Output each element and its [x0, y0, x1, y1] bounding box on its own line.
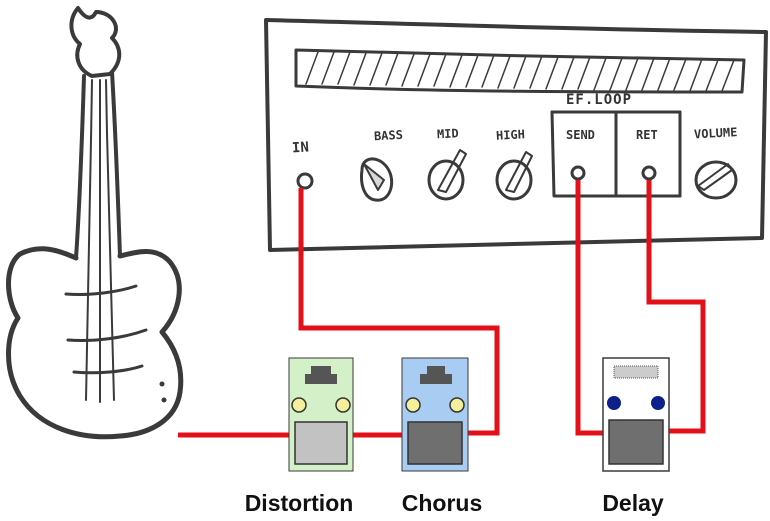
- delay-pedal: [602, 357, 670, 472]
- send-label: SEND: [566, 128, 595, 142]
- delay-caption: Delay: [602, 490, 664, 516]
- electric-guitar-sketch-icon: [6, 6, 184, 440]
- delay-pedal-display: [613, 365, 659, 379]
- chorus-pedal-jack-top: [427, 366, 445, 374]
- delay-footswitch: [608, 419, 664, 465]
- distortion-footswitch: [294, 421, 348, 465]
- high-knob: [495, 151, 533, 201]
- chorus-caption: Chorus: [402, 490, 483, 516]
- mid-label: MID: [437, 126, 459, 141]
- chorus-pedal-jack-base: [420, 374, 452, 384]
- amp-input-label: IN: [291, 139, 309, 156]
- delay-to-return-cable: [646, 180, 706, 434]
- chorus-pedal-knob-right: [449, 397, 465, 413]
- chorus-pedal-knob-left: [405, 397, 421, 413]
- volume-knob: [694, 160, 738, 200]
- chorus-footswitch: [407, 421, 463, 465]
- high-label: HIGH: [496, 127, 526, 142]
- distortion-pedal-knob-left: [291, 397, 307, 413]
- delay-pedal-knob-left: [607, 396, 621, 410]
- distortion-pedal-jack-top: [311, 366, 331, 374]
- distortion-pedal: [288, 357, 354, 472]
- volume-label: VOLUME: [694, 125, 738, 141]
- effects-loop-label: EF.LOOP: [566, 92, 632, 108]
- chorus-to-amp-input-cable: [298, 188, 500, 436]
- cables: [178, 180, 706, 438]
- bass-label: BASS: [374, 128, 404, 143]
- distortion-pedal-knob-right: [335, 397, 351, 413]
- delay-pedal-knob-right: [651, 396, 665, 410]
- distortion-caption: Distortion: [245, 490, 354, 516]
- amplifier-sketch-icon: [264, 18, 768, 252]
- return-label: RET: [636, 128, 658, 142]
- bass-knob: [360, 157, 394, 202]
- mid-knob: [427, 149, 467, 201]
- chorus-pedal: [401, 357, 469, 472]
- distortion-pedal-jack-base: [305, 374, 337, 384]
- send-to-delay-cable: [575, 180, 604, 436]
